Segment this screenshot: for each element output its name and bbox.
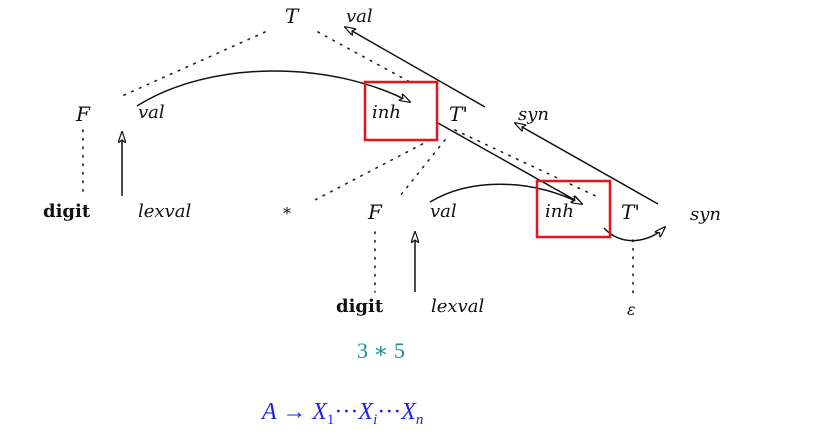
node-T2prime: T' (621, 200, 640, 224)
attr-T2prime-inh: inh (545, 201, 574, 222)
dots-2: ··· (377, 399, 402, 425)
attr-digit1-lexval: lexval (138, 201, 192, 222)
sub-i: i (373, 412, 378, 428)
attr-F1-val: val (138, 102, 165, 123)
node-digit-1: digit (43, 201, 91, 222)
node-F-2: F (368, 200, 382, 224)
node-star: * (283, 204, 291, 223)
node-F-1: F (76, 102, 90, 126)
production-xn: X (401, 399, 416, 425)
attr-T-val: val (346, 6, 373, 27)
sub-1: 1 (326, 412, 335, 428)
attr-T1prime-inh: inh (372, 102, 401, 123)
attr-F2-val: val (430, 201, 457, 222)
production-xi: X (358, 399, 374, 425)
attr-T1prime-syn: syn (518, 104, 549, 125)
parse-tree-edges (82, 31, 634, 297)
production-x1: X (312, 399, 327, 425)
node-T1prime: T' (449, 102, 468, 126)
attr-T2prime-syn: syn (690, 204, 721, 225)
highlight-box-inh-2 (535, 179, 612, 239)
node-digit-2: digit (336, 296, 384, 317)
dots-1: ··· (334, 399, 359, 425)
dependency-arrows (122, 27, 665, 292)
expression-caption: 3 ∗ 5 (357, 338, 405, 363)
production-lhs: A (262, 399, 277, 425)
node-epsilon: ε (627, 300, 636, 319)
production-rule: A → X1···Xi···Xn (262, 400, 423, 428)
production-arrow: → (282, 399, 307, 425)
node-T: T (285, 4, 299, 28)
highlight-box-inh-1 (363, 80, 439, 142)
highlight-boxes (363, 80, 612, 239)
sub-n: n (415, 412, 424, 428)
attr-digit2-lexval: lexval (431, 296, 485, 317)
